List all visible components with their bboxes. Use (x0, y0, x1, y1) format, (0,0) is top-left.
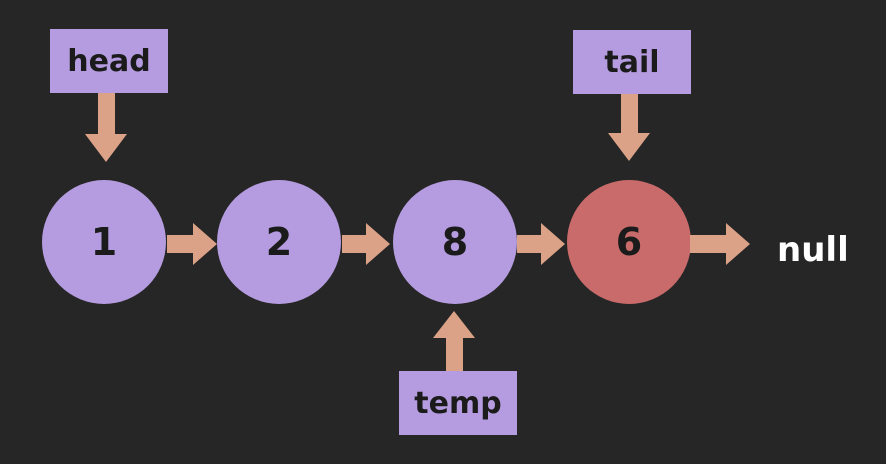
node-3-value: 8 (441, 220, 469, 264)
next-arrow-3-tip (541, 223, 565, 265)
tail-pointer-box: tail (573, 30, 691, 94)
temp-arrow-up-icon (433, 311, 475, 371)
tail-pointer-label: tail (604, 44, 660, 80)
node-3: 8 (393, 180, 517, 304)
temp-pointer-label: temp (414, 385, 502, 421)
head-pointer-label: head (67, 43, 151, 79)
tail-arrow-tip (608, 133, 650, 161)
temp-arrow-tip (433, 311, 475, 338)
next-arrow-2-shaft (342, 235, 366, 253)
node-1-value: 1 (90, 220, 118, 264)
next-arrow-null-icon (690, 223, 750, 265)
next-arrow-1-icon (167, 223, 217, 265)
node-1: 1 (42, 180, 166, 304)
next-arrow-3-shaft (517, 235, 541, 253)
temp-arrow-shaft (445, 338, 463, 371)
next-arrow-3-icon (517, 223, 565, 265)
node-4-value: 6 (615, 220, 643, 264)
head-arrow-down-icon (85, 93, 127, 162)
head-pointer-box: head (50, 29, 168, 93)
next-arrow-2-icon (342, 223, 390, 265)
node-4: 6 (567, 180, 691, 304)
node-2-value: 2 (265, 220, 293, 264)
next-arrow-null-shaft (690, 235, 726, 253)
null-label: null (777, 230, 849, 270)
node-2: 2 (217, 180, 341, 304)
next-arrow-1-shaft (167, 235, 193, 253)
next-arrow-1-tip (193, 223, 217, 265)
head-arrow-tip (85, 134, 127, 162)
next-arrow-2-tip (366, 223, 390, 265)
tail-arrow-down-icon (608, 94, 650, 161)
temp-pointer-box: temp (399, 371, 517, 435)
next-arrow-null-tip (726, 223, 750, 265)
head-arrow-shaft (97, 93, 115, 134)
tail-arrow-shaft (620, 94, 638, 133)
